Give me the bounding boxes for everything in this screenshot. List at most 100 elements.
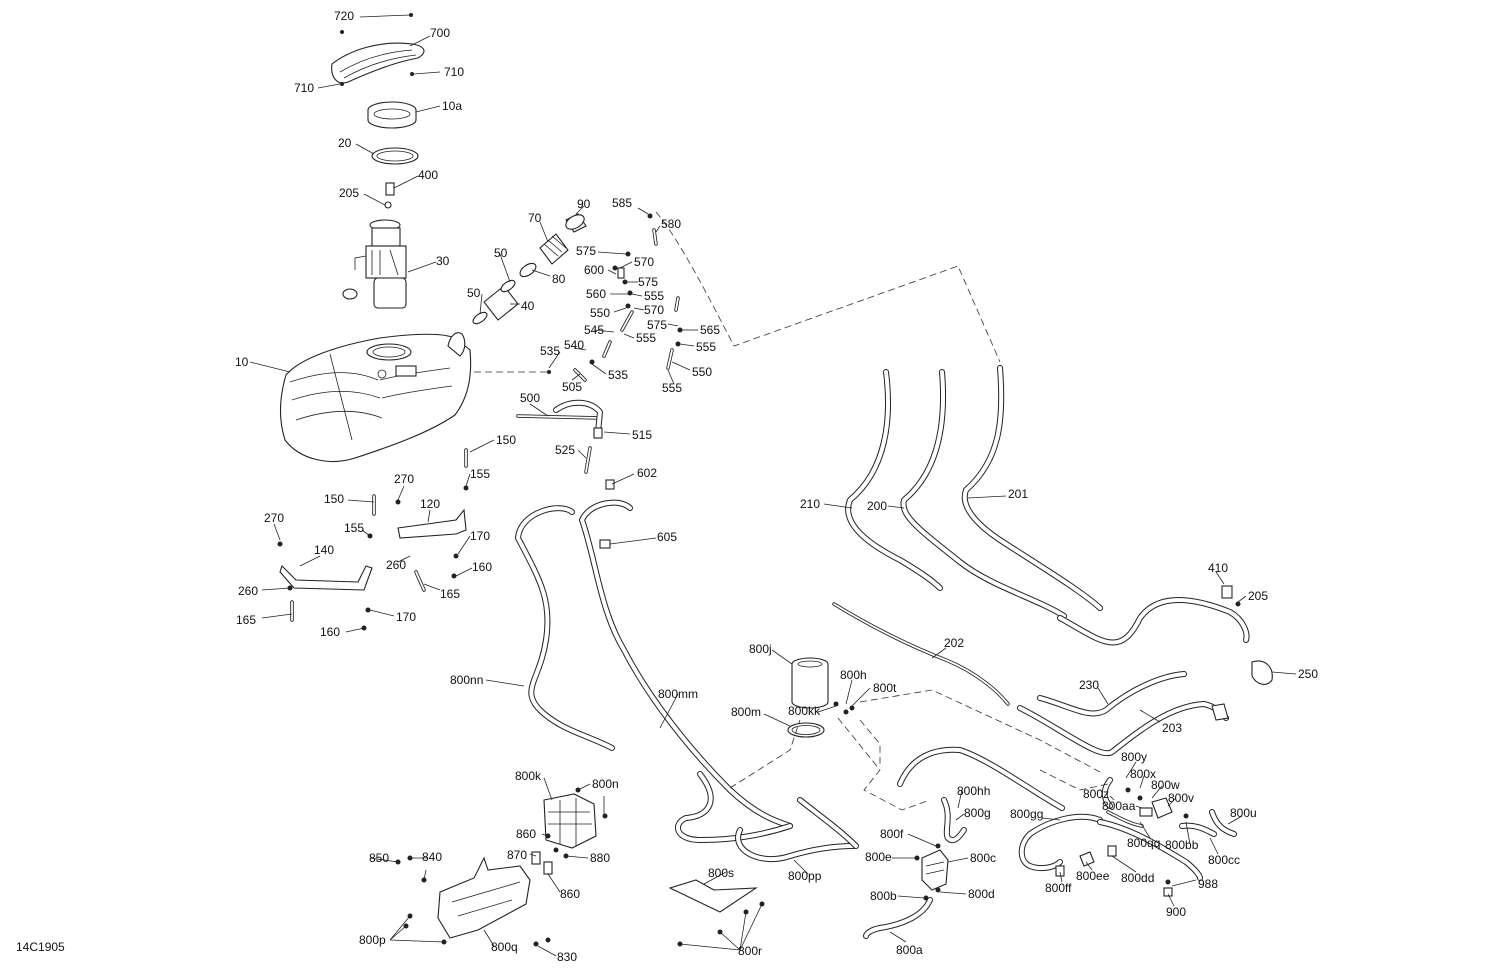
part-800g-elbow [914, 797, 967, 861]
callout-880: 880 [590, 851, 610, 865]
hose-800mm [579, 499, 793, 829]
bracket-120 [397, 508, 467, 539]
callout-600: 600 [584, 263, 604, 277]
callout-90: 90 [577, 197, 591, 211]
callout-800r: 800r [738, 944, 762, 958]
callout-602: 602 [637, 466, 657, 480]
callout-30: 30 [436, 254, 450, 268]
callout-205: 205 [339, 186, 359, 200]
callout-170: 170 [396, 610, 416, 624]
callout-400: 400 [418, 168, 438, 182]
callout-555: 555 [696, 340, 716, 354]
hose-800hh [897, 746, 1065, 811]
callout-155: 155 [344, 521, 364, 535]
callout-515: 515 [632, 428, 652, 442]
part-700-rail [331, 42, 425, 84]
bracket-hardware [277, 448, 469, 631]
callout-260: 260 [386, 558, 406, 572]
callout-800v: 800v [1168, 791, 1194, 805]
callout-140: 140 [314, 543, 334, 557]
callout-800gg: 800gg [1010, 807, 1043, 821]
callout-800n: 800n [592, 777, 619, 791]
callout-800bb: 800bb [1165, 838, 1199, 852]
callout-535: 535 [540, 344, 560, 358]
vent-fittings-cluster [547, 213, 683, 382]
part-30-fuel-pump [342, 219, 407, 309]
callout-860: 860 [560, 887, 580, 901]
part-800q-bracket [395, 855, 551, 947]
callout-505: 505 [562, 380, 582, 394]
callout-525: 525 [555, 443, 575, 457]
bracket-140 [279, 564, 373, 591]
callout-800g: 800g [964, 806, 991, 820]
hose-500 [516, 414, 602, 420]
part-50-clamps [472, 279, 516, 325]
callout-10a: 10a [442, 99, 462, 113]
callout-570: 570 [644, 303, 664, 317]
callout-210: 210 [800, 497, 820, 511]
callout-800e: 800e [865, 850, 892, 864]
line-200 [900, 369, 1067, 619]
callout-500: 500 [520, 391, 540, 405]
part-800k-module [531, 787, 608, 875]
callout-170: 170 [470, 529, 490, 543]
callout-555: 555 [636, 331, 656, 345]
callout-50: 50 [494, 246, 508, 260]
line-205-410 [1057, 585, 1273, 685]
callout-800d: 800d [968, 887, 995, 901]
callout-540: 540 [564, 338, 584, 352]
part-800v-valve-assembly [1101, 703, 1237, 837]
callout-800q: 800q [491, 940, 518, 954]
leader-lines [249, 13, 1297, 957]
callout-203: 203 [1162, 721, 1182, 735]
callout-800c: 800c [970, 851, 996, 865]
line-201 [961, 365, 1103, 611]
callout-800ee: 800ee [1076, 869, 1110, 883]
callout-150: 150 [496, 433, 516, 447]
callout-800aa: 800aa [1102, 799, 1136, 813]
callout-800y: 800y [1121, 750, 1147, 764]
part-515-525 [584, 427, 615, 490]
callout-550: 550 [692, 365, 712, 379]
callout-202: 202 [944, 636, 964, 650]
callout-800a: 800a [896, 943, 923, 957]
callout-800z: 800z [1083, 787, 1109, 801]
callout-860: 860 [516, 827, 536, 841]
callout-800h: 800h [840, 668, 867, 682]
callout-700: 700 [430, 26, 450, 40]
callout-160: 160 [472, 560, 492, 574]
callout-900: 900 [1166, 905, 1186, 919]
callout-800cc: 800cc [1208, 853, 1240, 867]
callout-800b: 800b [870, 889, 897, 903]
line-202 [832, 602, 1010, 706]
hose-505 [553, 399, 603, 435]
callout-555: 555 [644, 289, 664, 303]
callout-800pp: 800pp [788, 869, 822, 883]
callout-800ff: 800ff [1045, 881, 1072, 895]
callout-555: 555 [662, 381, 682, 395]
callout-120: 120 [420, 497, 440, 511]
callout-205: 205 [1248, 589, 1268, 603]
part-800j-canister [791, 657, 855, 715]
callout-200: 200 [867, 499, 887, 513]
callout-260: 260 [238, 584, 258, 598]
callout-560: 560 [586, 287, 606, 301]
part-800s-plate [668, 879, 765, 947]
callout-800qq: 800qq [1127, 836, 1160, 850]
callout-550: 550 [590, 306, 610, 320]
part-400-fitting [384, 182, 395, 209]
callout-labels: 720 700 710 710 10a 20 400 205 30 10 90 … [16, 9, 1318, 964]
callout-80: 80 [552, 272, 566, 286]
callout-800j: 800j [749, 642, 772, 656]
callout-830: 830 [557, 950, 577, 964]
callout-150: 150 [324, 492, 344, 506]
callout-545: 545 [584, 323, 604, 337]
reference-lines [474, 211, 1109, 811]
callout-800u: 800u [1230, 806, 1257, 820]
hose-800a [863, 897, 933, 939]
callout-230: 230 [1079, 678, 1099, 692]
part-20-seal [371, 147, 419, 165]
callout-250: 250 [1298, 667, 1318, 681]
callout-605: 605 [657, 530, 677, 544]
callout-270: 270 [264, 511, 284, 525]
